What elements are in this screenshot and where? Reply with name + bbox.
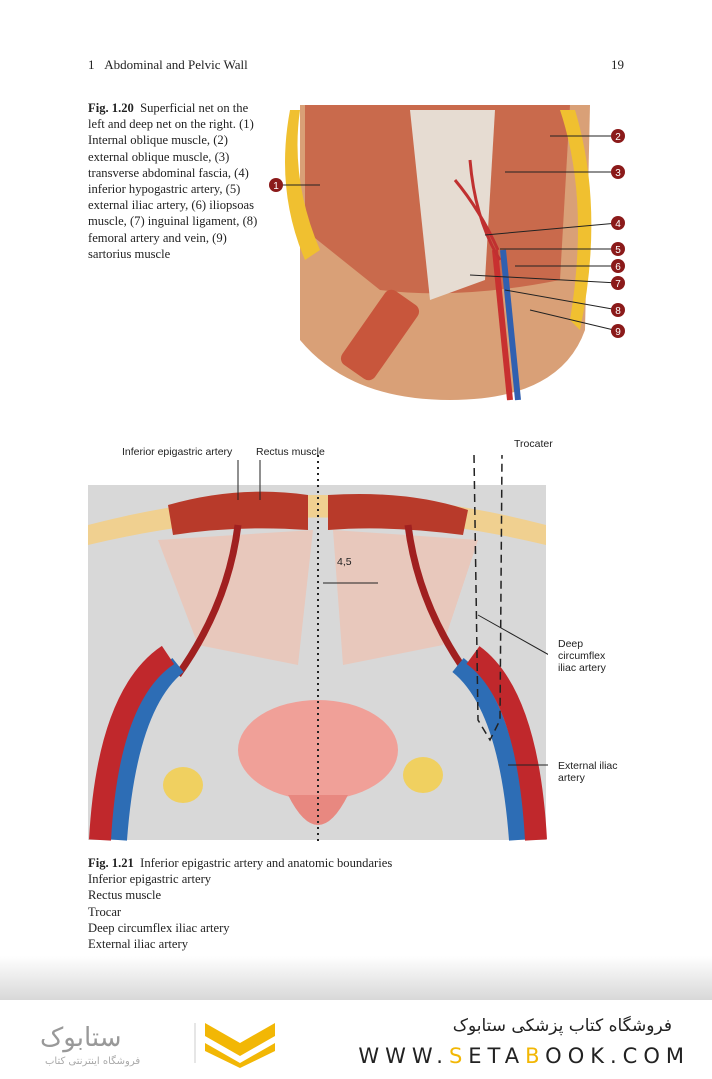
label-line: circumflex — [558, 650, 606, 662]
marker-label: 4 — [615, 219, 621, 230]
label-line: artery — [558, 772, 585, 784]
marker-5 — [611, 242, 625, 256]
url-part: ETA — [468, 1044, 526, 1068]
fig21-caption: Fig. 1.21 Inferior epigastric artery and… — [88, 855, 392, 952]
marker-3 — [611, 165, 625, 179]
caption-line: Trocar — [88, 904, 122, 919]
leader-line — [504, 289, 619, 311]
leader-line — [484, 222, 619, 236]
marker-8 — [611, 303, 625, 317]
caption-line: Rectus muscle — [88, 888, 162, 903]
marker-6 — [611, 259, 625, 273]
logo-subtext: فروشگاه اینترنتی کتاب — [45, 1055, 140, 1067]
fig-label: Fig. 1.20 — [88, 101, 134, 115]
page-number: 19 — [611, 57, 624, 72]
caption-line: External iliac artery — [88, 937, 188, 952]
marker-label: 8 — [615, 306, 621, 317]
store-url[interactable]: WWW.SETABOOK.COM — [358, 1044, 690, 1068]
logo-text: ستابوک — [40, 1023, 122, 1053]
marker-9 — [611, 324, 625, 338]
marker-label: 5 — [615, 245, 621, 256]
url-part: B — [525, 1044, 546, 1068]
marker-label: 1 — [273, 181, 279, 192]
footer-banner: ستابوک فروشگاه اینترنتی کتاب فروشگاه کتا… — [0, 1000, 712, 1079]
page-shadow — [0, 956, 712, 1000]
running-header: 1 Abdominal and Pelvic Wall — [88, 57, 248, 73]
url-part: WWW. — [358, 1044, 449, 1068]
caption-line: Deep circumflex iliac artery — [88, 920, 230, 935]
fig20-illustration: 1 2 3 4 5 6 7 8 9 — [269, 105, 625, 401]
label-line: Deep — [558, 638, 584, 650]
chapter-title: Abdominal and Pelvic Wall — [104, 57, 248, 72]
leader-line — [529, 309, 619, 332]
caption-line: Inferior epigastric artery — [88, 872, 212, 887]
marker-label: 9 — [615, 327, 621, 338]
store-name: فروشگاه کتاب پزشکی ستابوک — [452, 1016, 672, 1036]
url-part: OOK.COM — [545, 1044, 690, 1068]
caption-text: Inferior epigastric artery and anatomic … — [140, 856, 393, 870]
fig-label: Fig. 1.21 — [88, 856, 134, 870]
label-line: External iliac — [558, 760, 618, 772]
label-inferior-epigastric-artery: Inferior epigastric artery — [122, 446, 233, 458]
marker-7 — [611, 276, 625, 290]
caption-text: Superficial net on the left and deep net… — [88, 101, 258, 261]
url-part: S — [448, 1044, 469, 1068]
marker-2 — [611, 129, 625, 143]
marker-1 — [269, 178, 283, 192]
label-trocater: Trocater — [514, 438, 553, 450]
marker-4 — [611, 216, 625, 230]
leader-line — [469, 274, 619, 284]
label-line: iliac artery — [558, 662, 606, 674]
chapter-number: 1 — [88, 57, 95, 72]
label-4-5: 4,5 — [337, 556, 352, 568]
label-rectus-muscle: Rectus muscle — [256, 446, 325, 458]
marker-label: 7 — [615, 279, 621, 290]
fig20-caption: Fig. 1.20 Superficial net on the left an… — [88, 100, 263, 262]
caption-title: Fig. 1.21 Inferior epigastric artery and… — [88, 855, 392, 871]
marker-label: 2 — [615, 132, 621, 143]
marker-label: 6 — [615, 262, 621, 273]
fig21-illustration — [88, 455, 548, 845]
marker-label: 3 — [615, 168, 621, 179]
setabook-logo: ستابوک فروشگاه اینترنتی کتاب — [40, 1023, 275, 1068]
